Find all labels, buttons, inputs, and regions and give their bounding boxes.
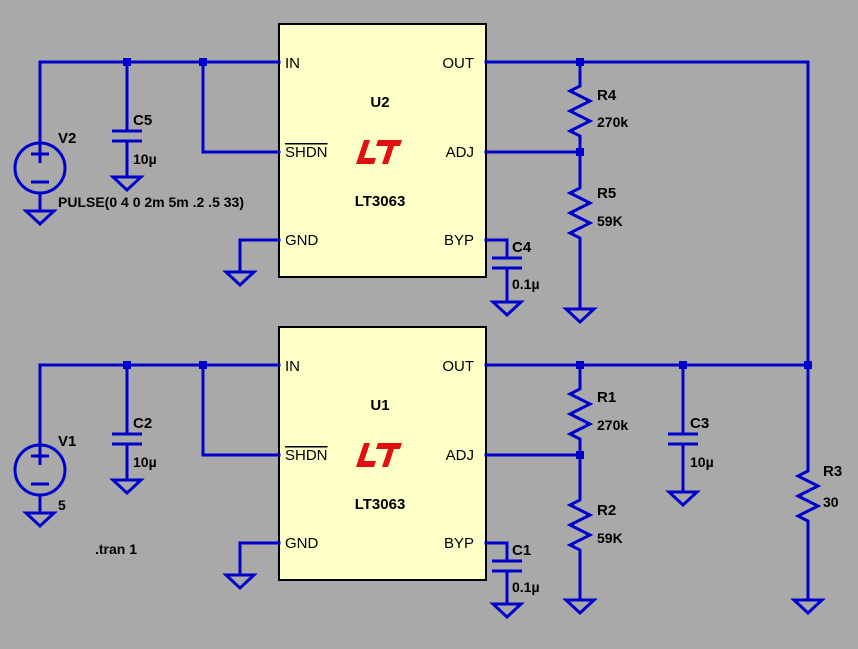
ground-icon — [224, 565, 256, 590]
ground-icon — [667, 482, 699, 507]
r5-ref-label: R5 — [597, 185, 616, 202]
ground-icon — [564, 590, 596, 615]
u2-pin-shdn-label: SHDN — [285, 144, 328, 161]
ground-icon — [224, 262, 256, 287]
regulator-u2[interactable]: IN SHDN GND OUT ADJ BYP U2 LT3063 — [278, 23, 487, 278]
u2-pin-out-label: OUT — [442, 55, 474, 72]
regulator-u1[interactable]: IN SHDN GND OUT ADJ BYP U1 LT3063 — [278, 326, 487, 581]
r3-value-label: 30 — [823, 494, 839, 510]
r2-ref-label: R2 — [597, 502, 616, 519]
r1-ref-label: R1 — [597, 389, 616, 406]
resistor-r1[interactable]: R1 270k — [568, 376, 628, 452]
c5-value-label: 10µ — [133, 151, 157, 167]
u2-pin-adj-label: ADJ — [446, 144, 474, 161]
u1-pin-in-label: IN — [285, 358, 300, 375]
voltage-source-v1[interactable]: V1 5 — [13, 433, 76, 528]
r3-ref-label: R3 — [823, 463, 842, 480]
linear-technology-logo-icon — [356, 140, 402, 164]
resistor-r5[interactable]: R5 59K — [564, 175, 623, 324]
c4-ref-label: C4 — [512, 239, 532, 256]
u2-part-label: LT3063 — [355, 193, 406, 210]
capacitor-c4[interactable]: C4 0.1µ — [491, 239, 540, 317]
ground-icon — [792, 590, 824, 615]
u1-part-label: LT3063 — [355, 496, 406, 513]
resistor-r3[interactable]: R3 30 — [792, 458, 842, 615]
wires-top — [38, 60, 810, 367]
ground-icon — [24, 201, 56, 226]
c5-ref-label: C5 — [133, 112, 152, 129]
resistor-r4[interactable]: R4 270k — [568, 73, 628, 149]
capacitor-c2[interactable]: C2 10µ — [111, 415, 157, 495]
c1-value-label: 0.1µ — [512, 579, 540, 595]
wires-bottom — [38, 363, 810, 594]
resistor-r2[interactable]: R2 59K — [564, 487, 623, 615]
v2-ref-label: V2 — [58, 130, 76, 147]
u1-pin-adj-label: ADJ — [446, 447, 474, 464]
junctions — [123, 58, 812, 459]
c4-value-label: 0.1µ — [512, 276, 540, 292]
c3-ref-label: C3 — [690, 415, 709, 432]
u1-body — [278, 326, 487, 581]
capacitor-c5[interactable]: C5 10µ — [111, 112, 157, 192]
c1-ref-label: C1 — [512, 542, 531, 559]
u2-pin-byp-label: BYP — [444, 232, 474, 249]
ground-icon — [564, 299, 596, 324]
ground-icon — [111, 470, 143, 495]
u1-pin-shdn-label: SHDN — [285, 447, 328, 464]
v1-ref-label: V1 — [58, 433, 76, 450]
u1-pin-byp-label: BYP — [444, 535, 474, 552]
r1-value-label: 270k — [597, 417, 628, 433]
c2-ref-label: C2 — [133, 415, 152, 432]
u1-pin-out-label: OUT — [442, 358, 474, 375]
c2-value-label: 10µ — [133, 454, 157, 470]
ground-icon — [491, 594, 523, 619]
u2-body — [278, 23, 487, 278]
ground-icon — [491, 292, 523, 317]
v2-value-label: PULSE(0 4 0 2m 5m .2 .5 33) — [58, 194, 244, 210]
spice-directive[interactable]: .tran 1 — [95, 541, 137, 557]
ground-icon — [24, 503, 56, 528]
voltage-source-v2[interactable]: V2 PULSE(0 4 0 2m 5m .2 .5 33) — [13, 130, 244, 226]
r4-value-label: 270k — [597, 114, 628, 130]
v1-value-label: 5 — [58, 497, 66, 513]
u2-pin-in-label: IN — [285, 55, 300, 72]
u2-ref-label: U2 — [370, 94, 389, 111]
capacitor-c1[interactable]: C1 0.1µ — [491, 542, 540, 619]
u1-ref-label: U1 — [370, 397, 389, 414]
ground-icon — [111, 167, 143, 192]
r2-value-label: 59K — [597, 530, 623, 546]
linear-technology-logo-icon — [356, 443, 402, 467]
u1-pin-gnd-label: GND — [285, 535, 319, 552]
capacitor-c3[interactable]: C3 10µ — [667, 415, 714, 507]
r4-ref-label: R4 — [597, 87, 617, 104]
u2-pin-gnd-label: GND — [285, 232, 319, 249]
r5-value-label: 59K — [597, 213, 623, 229]
c3-value-label: 10µ — [690, 454, 714, 470]
